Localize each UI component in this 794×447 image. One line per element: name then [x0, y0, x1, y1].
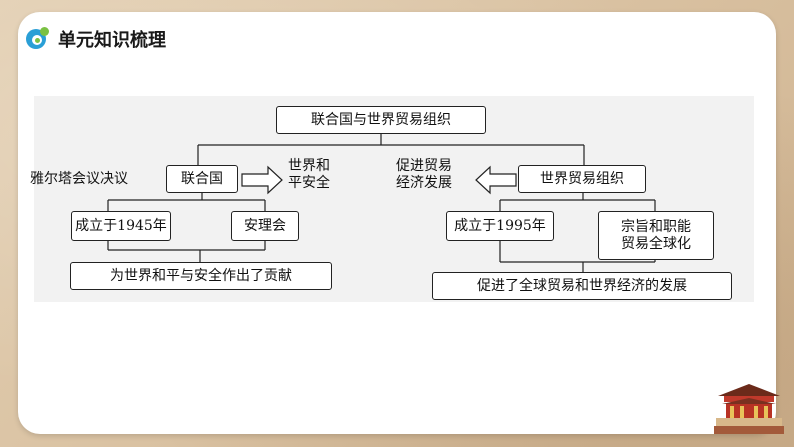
wto-result-line1: 促进贸易 [396, 158, 452, 174]
un-result-line2: 平安全 [288, 174, 330, 191]
root-node: 联合国与世界贸易组织 [276, 106, 486, 134]
wto-purpose-line1: 宗旨和职能 [621, 218, 691, 235]
wto-purpose-line2: 贸易全球化 [621, 235, 691, 252]
palace-icon [714, 384, 784, 434]
yalta-note: 雅尔塔会议决议 [30, 171, 128, 187]
security-council-node: 安理会 [231, 211, 299, 241]
section-title: 单元知识梳理 [58, 30, 166, 51]
wto-founded-node: 成立于1995年 [446, 211, 554, 241]
wto-purpose-node: 宗旨和职能 贸易全球化 [598, 211, 714, 260]
un-founded-node: 成立于1945年 [71, 211, 171, 241]
un-node: 联合国 [166, 165, 238, 193]
wto-node: 世界贸易组织 [518, 165, 646, 193]
wto-result: 促进贸易 经济发展 [396, 158, 452, 192]
un-result: 世界和 平安全 [288, 158, 330, 192]
wto-result-line2: 经济发展 [396, 174, 452, 191]
un-result-line1: 世界和 [288, 158, 330, 174]
un-summary-node: 为世界和平与安全作出了贡献 [70, 262, 332, 290]
section-header: 单元知识梳理 [26, 26, 166, 52]
wto-summary-node: 促进了全球贸易和世界经济的发展 [432, 272, 732, 300]
logo-icon [26, 27, 50, 51]
